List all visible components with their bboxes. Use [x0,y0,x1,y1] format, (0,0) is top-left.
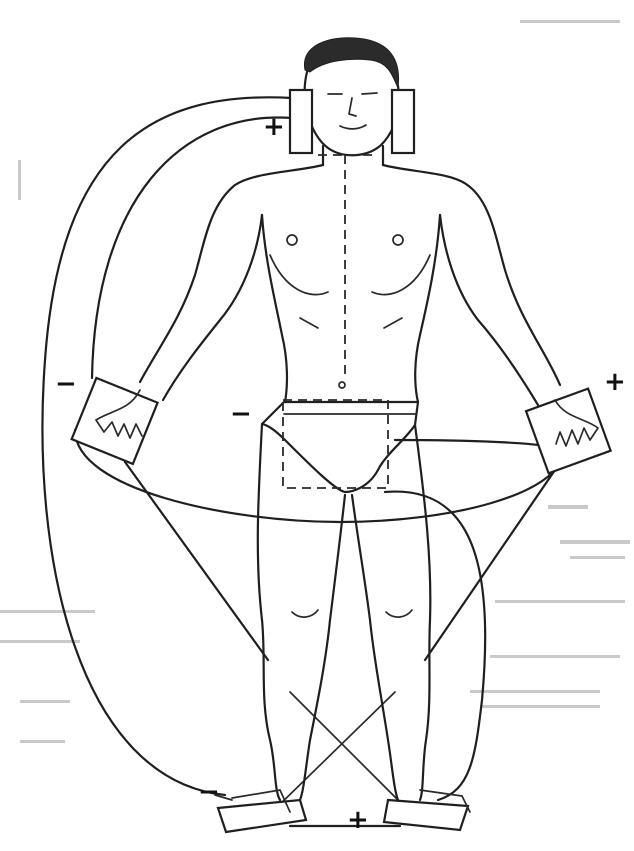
sign-right-hand-pad: − [55,369,77,399]
head-pad-right[interactable] [290,90,312,153]
wire-head-to-hand [92,118,292,378]
right-leg-outer [258,424,280,800]
electrode-pads [72,90,611,832]
torso-right [262,215,287,402]
left-shoulder-arm-outer [383,165,560,385]
wire-right-hand-to-foot [125,462,268,660]
chest-left [372,255,430,295]
left-leg-inner [352,495,398,800]
nipple-right [287,235,297,245]
wire-left-hand-to-foot [425,470,555,660]
briefs [262,402,418,492]
nose [349,98,356,116]
hair [304,38,398,88]
head-pad-left[interactable] [392,90,414,153]
eye-left [362,93,377,94]
torso-left [415,215,440,402]
right-arm-inner [163,215,262,400]
sign-head-pad: + [263,112,285,142]
midline-dashed [318,155,375,380]
left-leg-outer [415,425,430,800]
left-arm-inner [440,215,538,405]
wire-pelvis-ellipse [75,430,565,522]
sign-abdomen-pad: − [230,399,252,429]
sign-left-hand-pad: + [604,367,626,397]
knee-right [292,610,318,617]
head [305,72,399,155]
wire-foot-cross-b [272,692,395,812]
left-hand-pad[interactable] [526,389,611,474]
human-figure [140,38,560,800]
sign-feet-bridge: + [347,805,369,835]
navel [339,382,345,388]
ab-line-left [384,318,402,328]
sign-left-foot-pad: − [198,777,220,807]
knee-left [386,610,412,617]
ab-line-right [300,318,318,328]
right-hand-pad[interactable] [72,378,158,464]
right-leg-inner [300,495,345,800]
right-shoulder-arm-outer [140,165,323,382]
polarity-labels: + − − + − + [55,112,626,835]
chest-right [270,255,328,295]
nipple-left [393,235,403,245]
mouth [340,125,366,129]
